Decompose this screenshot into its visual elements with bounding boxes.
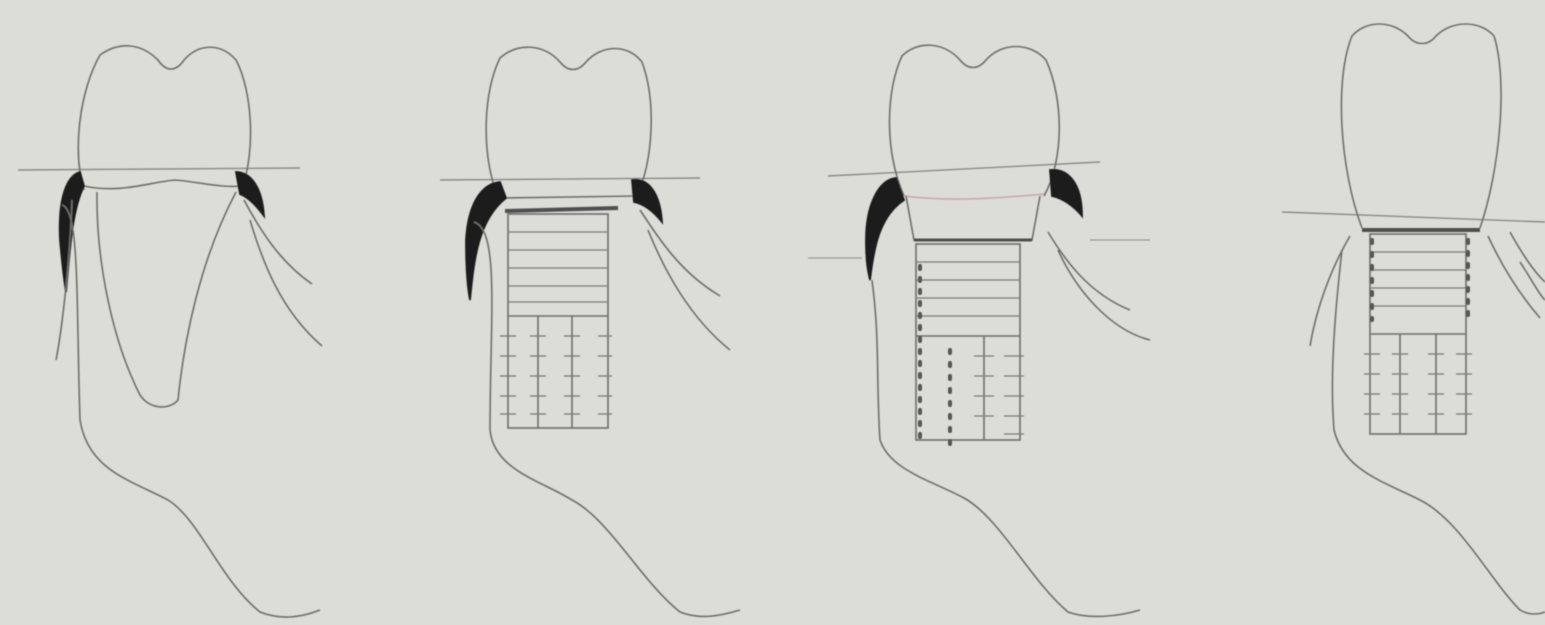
figure-background [0,0,1545,625]
figure-canvas [0,0,1545,625]
dental-implant-figure [0,0,1545,625]
